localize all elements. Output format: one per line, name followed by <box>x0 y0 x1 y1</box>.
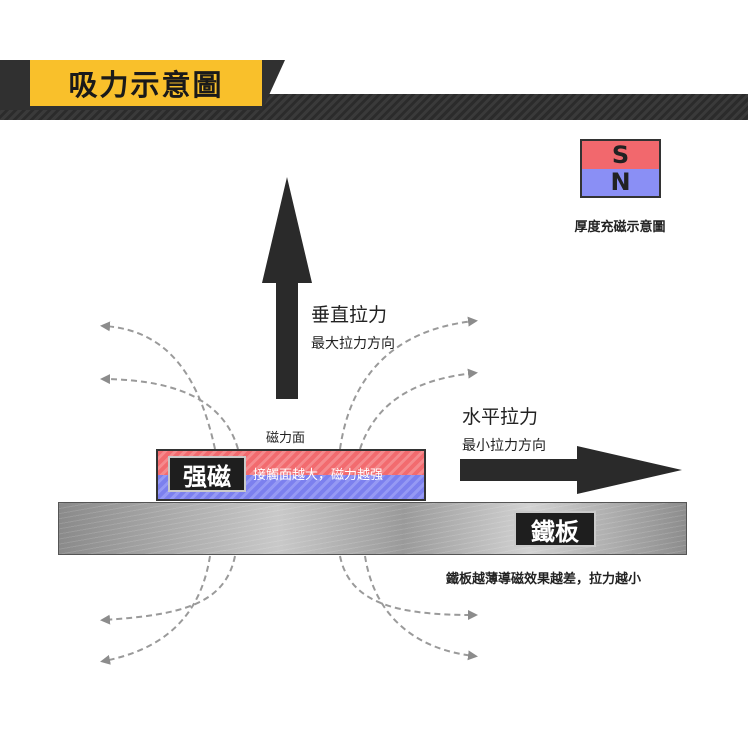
field-line <box>100 321 216 450</box>
field-line <box>339 316 478 450</box>
field-line <box>100 555 211 665</box>
vertical-pull-arrow <box>262 177 312 399</box>
magnet-label: 强磁 <box>168 456 246 492</box>
legend-magnet: S N <box>580 139 661 198</box>
field-line <box>100 555 236 625</box>
legend-north-pole: N <box>582 168 659 196</box>
vertical-pull-subtitle: 最大拉力方向 <box>311 336 395 352</box>
magnet-note: 接觸面越大，磁力越强 <box>253 468 384 483</box>
horizontal-pull-title: 水平拉力 <box>462 406 539 428</box>
iron-plate-note: 鐵板越薄導磁效果越差，拉力越小 <box>446 572 642 587</box>
page-title: 吸力示意圖 <box>30 60 262 106</box>
legend-caption: 厚度充磁示意圖 <box>574 220 666 235</box>
field-line <box>339 555 478 620</box>
vertical-pull-title: 垂直拉力 <box>311 304 388 326</box>
field-line <box>359 368 478 450</box>
horizontal-pull-subtitle: 最小拉力方向 <box>462 438 546 454</box>
iron-plate-label: 鐵板 <box>514 511 596 547</box>
magnet-face-label: 磁力面 <box>266 431 306 446</box>
field-line <box>100 374 239 450</box>
legend-south-pole: S <box>582 141 659 169</box>
field-line <box>364 555 478 661</box>
horizontal-pull-arrow <box>460 446 682 494</box>
